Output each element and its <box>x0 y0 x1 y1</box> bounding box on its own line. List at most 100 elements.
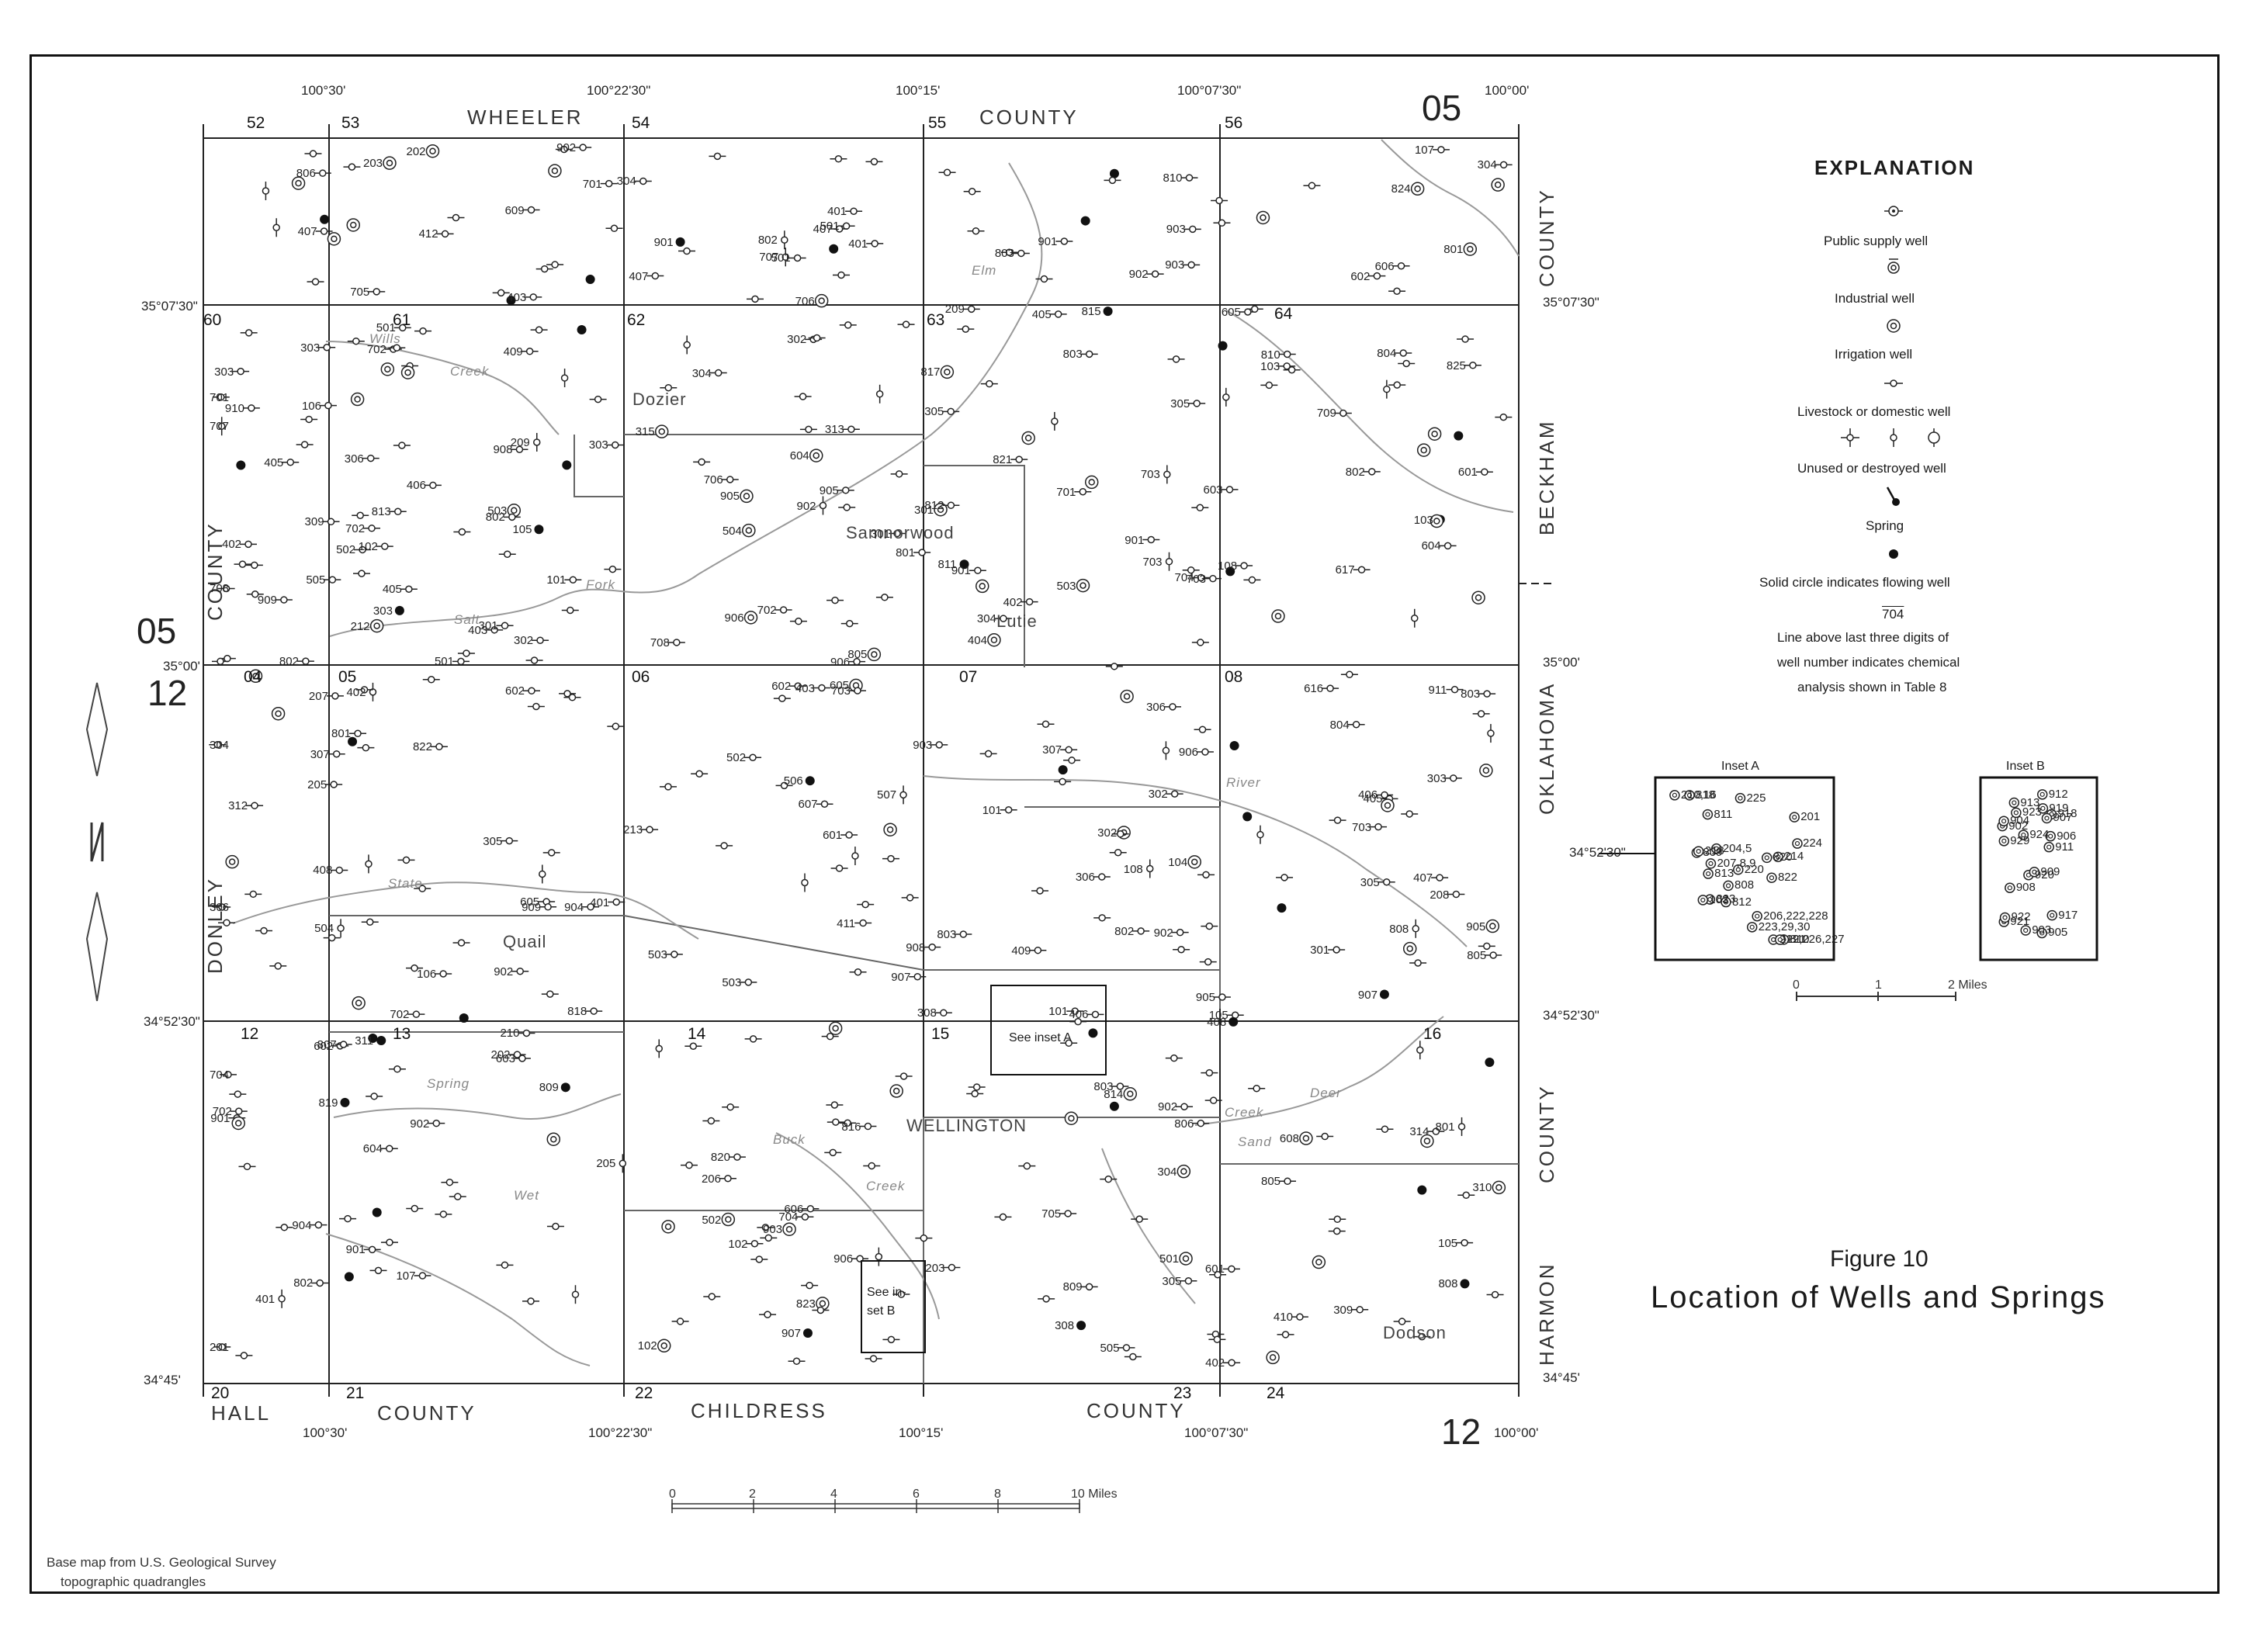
well-number-label: 803 <box>1062 348 1083 362</box>
livestock-well-icon <box>1065 1039 1073 1048</box>
flowing-well-icon <box>1379 989 1389 999</box>
livestock-well-icon <box>490 626 498 634</box>
livestock-well-icon <box>218 903 226 911</box>
livestock-well-icon <box>551 261 559 268</box>
stream-path-0 <box>329 162 1043 637</box>
stream-buck: Buck <box>773 1132 806 1147</box>
livestock-well-icon <box>830 1101 839 1109</box>
inset-well-label: 911 <box>2055 840 2074 854</box>
county-beckham: BECKHAM <box>1535 419 1558 535</box>
flowing-well-icon <box>459 1013 469 1023</box>
livestock-well-icon <box>713 152 722 161</box>
coord-bottom-4: 100°07'30" <box>1184 1425 1249 1440</box>
inset-well-icon <box>1776 854 1781 860</box>
well-number-label: 410 <box>1273 1311 1293 1325</box>
livestock-well-icon <box>870 158 878 166</box>
well-number-label: 502 <box>726 751 747 765</box>
inset-well-label: 902 <box>2008 819 2029 833</box>
well-number-label: 203 <box>362 157 383 171</box>
road-2 <box>574 915 1220 971</box>
well-number-label: 901 <box>345 1243 366 1257</box>
well-number-label: 402 <box>221 538 242 552</box>
flowing-well-icon <box>805 776 815 786</box>
livestock-well-icon <box>1228 1265 1235 1273</box>
unused-well-icon <box>1411 614 1419 622</box>
livestock-well-icon <box>381 542 389 550</box>
livestock-well-icon <box>222 584 230 593</box>
coord-right-2: 35°00' <box>1543 655 1580 670</box>
livestock-well-icon <box>567 606 574 615</box>
well-number-label: 305 <box>1360 875 1380 889</box>
inset-well-icon <box>2048 833 2053 839</box>
livestock-well-icon <box>332 750 341 758</box>
livestock-well-icon <box>1469 362 1477 369</box>
well-number-label: 810 <box>1163 171 1183 185</box>
flowing-well-icon <box>1228 1016 1239 1027</box>
livestock-well-icon <box>1265 381 1274 390</box>
section-number: 05 <box>338 668 357 686</box>
irrigation-well-icon <box>295 179 302 187</box>
livestock-well-icon <box>751 295 759 303</box>
irrigation-well-icon <box>892 1087 900 1095</box>
stream-creek-1: Creek <box>450 364 490 379</box>
section-number: 06 <box>632 668 650 686</box>
well-number-label: 407 <box>813 222 833 236</box>
section-number: 14 <box>688 1025 706 1043</box>
livestock-well-icon <box>594 395 602 403</box>
livestock-well-icon <box>286 458 294 466</box>
livestock-well-icon <box>764 1234 773 1242</box>
inset-scale-2: 2 Miles <box>1948 978 1987 992</box>
inset-well-label: 818 <box>1696 788 1716 802</box>
livestock-well-icon <box>328 576 337 584</box>
livestock-well-icon <box>610 224 619 233</box>
irrigation-well-icon <box>1182 1255 1190 1262</box>
well-number-label: 805 <box>1261 1175 1281 1189</box>
livestock-well-icon <box>1116 830 1125 838</box>
stream-path-3 <box>325 1233 591 1366</box>
livestock-well-icon <box>327 933 336 942</box>
county-label-harmon: COUNTY <box>1535 1084 1558 1183</box>
county-wheeler: WHEELER <box>467 106 584 129</box>
inset-well-icon <box>1696 849 1701 854</box>
well-number-label: 904 <box>292 1218 312 1232</box>
irrigation-well-icon <box>1123 693 1131 700</box>
unused-well-icon <box>365 860 373 868</box>
section-number: 20 <box>211 1384 230 1402</box>
livestock-well-icon <box>1111 663 1118 670</box>
well-number-label: 503 <box>647 947 667 961</box>
livestock-well-icon <box>971 1089 979 1098</box>
inset-well-label: 207,8,9 <box>1717 856 1756 870</box>
livestock-well-icon <box>1214 1270 1222 1279</box>
inset-well-icon <box>1771 937 1776 943</box>
livestock-well-icon <box>429 481 437 490</box>
livestock-well-icon <box>948 1263 956 1272</box>
main-scale-10: 10 Miles <box>1071 1487 1118 1501</box>
well-number-label: 305 <box>924 405 944 419</box>
livestock-well-icon <box>1461 1238 1468 1247</box>
livestock-well-icon <box>1104 1175 1112 1183</box>
well-number-label: 502 <box>702 1213 722 1227</box>
livestock-well-icon <box>213 740 221 749</box>
well-number-label: 702 <box>390 1008 410 1022</box>
unused-well-icon <box>1165 557 1173 566</box>
livestock-well-icon <box>972 1083 981 1091</box>
livestock-well-icon <box>733 1153 741 1161</box>
section-number: 22 <box>635 1384 653 1402</box>
well-number-label: 504 <box>314 922 334 936</box>
livestock-well-icon <box>984 750 993 758</box>
inset-well-label: 210,16 <box>1680 788 1717 802</box>
flowing-well-icon <box>585 274 595 284</box>
section-number: 53 <box>341 114 360 132</box>
unused-well-icon <box>1416 1046 1424 1055</box>
livestock-well-icon <box>1135 1215 1143 1223</box>
well-number-label: 104 <box>1168 855 1188 869</box>
livestock-well-icon <box>1197 639 1204 646</box>
well-number-label: 821 <box>993 453 1013 467</box>
livestock-well-icon <box>755 1255 764 1263</box>
livestock-well-icon <box>327 518 335 526</box>
stream-salt: Salt <box>454 612 480 627</box>
legend-livestock: Livestock or domestic well <box>1797 404 1951 419</box>
livestock-well-icon <box>441 230 449 238</box>
well-number-label: 809 <box>539 1081 559 1095</box>
stream-path-5 <box>775 1132 940 1320</box>
